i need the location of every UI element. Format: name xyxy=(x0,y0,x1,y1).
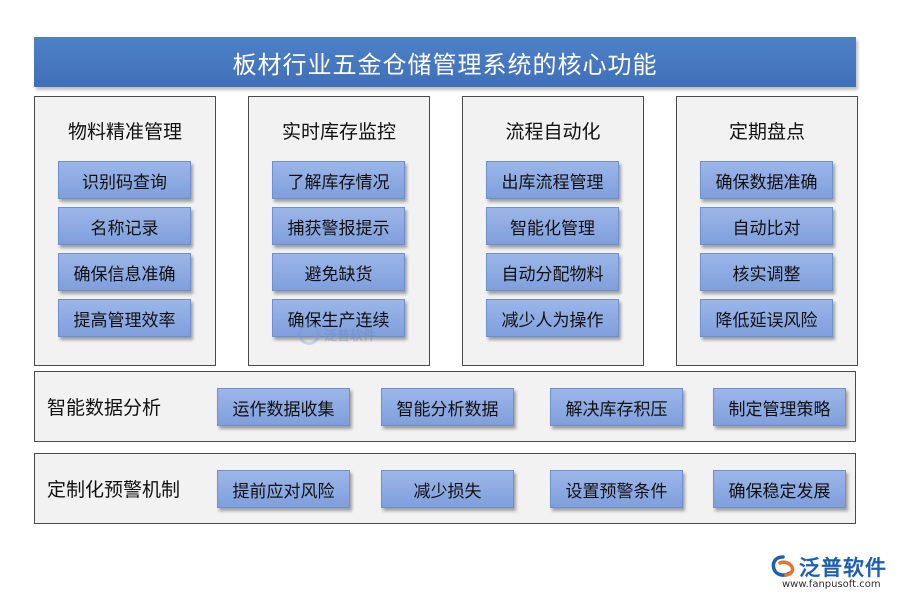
fanpu-logo-icon xyxy=(771,555,795,577)
panel-process-automation: 流程自动化 出库流程管理 智能化管理 自动分配物料 减少人为操作 xyxy=(462,96,644,366)
brand-logo: 泛普软件 xyxy=(770,552,887,582)
function-chip: 制定管理策略 xyxy=(713,388,846,426)
panel-title: 物料精准管理 xyxy=(67,121,182,143)
function-chip: 提高管理效率 xyxy=(58,299,191,337)
function-chip: 避免缺货 xyxy=(272,253,405,291)
panel-data-analysis: 智能数据分析 运作数据收集 智能分析数据 解决库存积压 制定管理策略 xyxy=(34,371,856,442)
function-chip: 核实调整 xyxy=(700,253,833,291)
function-chip: 名称记录 xyxy=(58,207,191,245)
row-title: 智能数据分析 xyxy=(47,397,162,419)
diagram-title: 板材行业五金仓储管理系统的核心功能 xyxy=(34,37,856,87)
panel-material-management: 物料精准管理 识别码查询 名称记录 确保信息准确 提高管理效率 xyxy=(34,96,216,366)
function-chip: 降低延误风险 xyxy=(700,299,833,337)
function-chip: 减少人为操作 xyxy=(486,299,619,337)
function-chip: 出库流程管理 xyxy=(486,161,619,199)
panel-periodic-stocktake: 定期盘点 确保数据准确 自动比对 核实调整 降低延误风险 xyxy=(676,96,858,366)
row-title: 定制化预警机制 xyxy=(47,479,181,501)
function-chip: 确保稳定发展 xyxy=(713,470,846,508)
brand-name: 泛普软件 xyxy=(799,556,887,580)
function-chip: 设置预警条件 xyxy=(550,470,683,508)
watermark-logo-icon: 泛普软件 xyxy=(298,323,376,345)
function-chip: 捕获警报提示 xyxy=(272,207,405,245)
panel-title: 定期盘点 xyxy=(728,121,805,143)
function-chip: 识别码查询 xyxy=(58,161,191,199)
function-chip: 确保信息准确 xyxy=(58,253,191,291)
panel-title: 流程自动化 xyxy=(505,121,601,143)
function-chip: 智能分析数据 xyxy=(381,388,514,426)
function-chip: 运作数据收集 xyxy=(217,388,350,426)
function-chip: 确保数据准确 xyxy=(700,161,833,199)
function-chip: 智能化管理 xyxy=(486,207,619,245)
function-chip: 减少损失 xyxy=(381,470,514,508)
panel-title: 实时库存监控 xyxy=(281,121,396,143)
brand-url: www.fanpusoft.com xyxy=(782,579,881,590)
panel-warning-mechanism: 定制化预警机制 提前应对风险 减少损失 设置预警条件 确保稳定发展 xyxy=(34,453,856,524)
function-chip: 自动比对 xyxy=(700,207,833,245)
function-chip: 了解库存情况 xyxy=(272,161,405,199)
function-chip: 提前应对风险 xyxy=(217,470,350,508)
function-chip: 自动分配物料 xyxy=(486,253,619,291)
function-chip: 解决库存积压 xyxy=(550,388,683,426)
panel-inventory-monitoring: 实时库存监控 了解库存情况 捕获警报提示 避免缺货 确保生产连续 xyxy=(248,96,430,366)
